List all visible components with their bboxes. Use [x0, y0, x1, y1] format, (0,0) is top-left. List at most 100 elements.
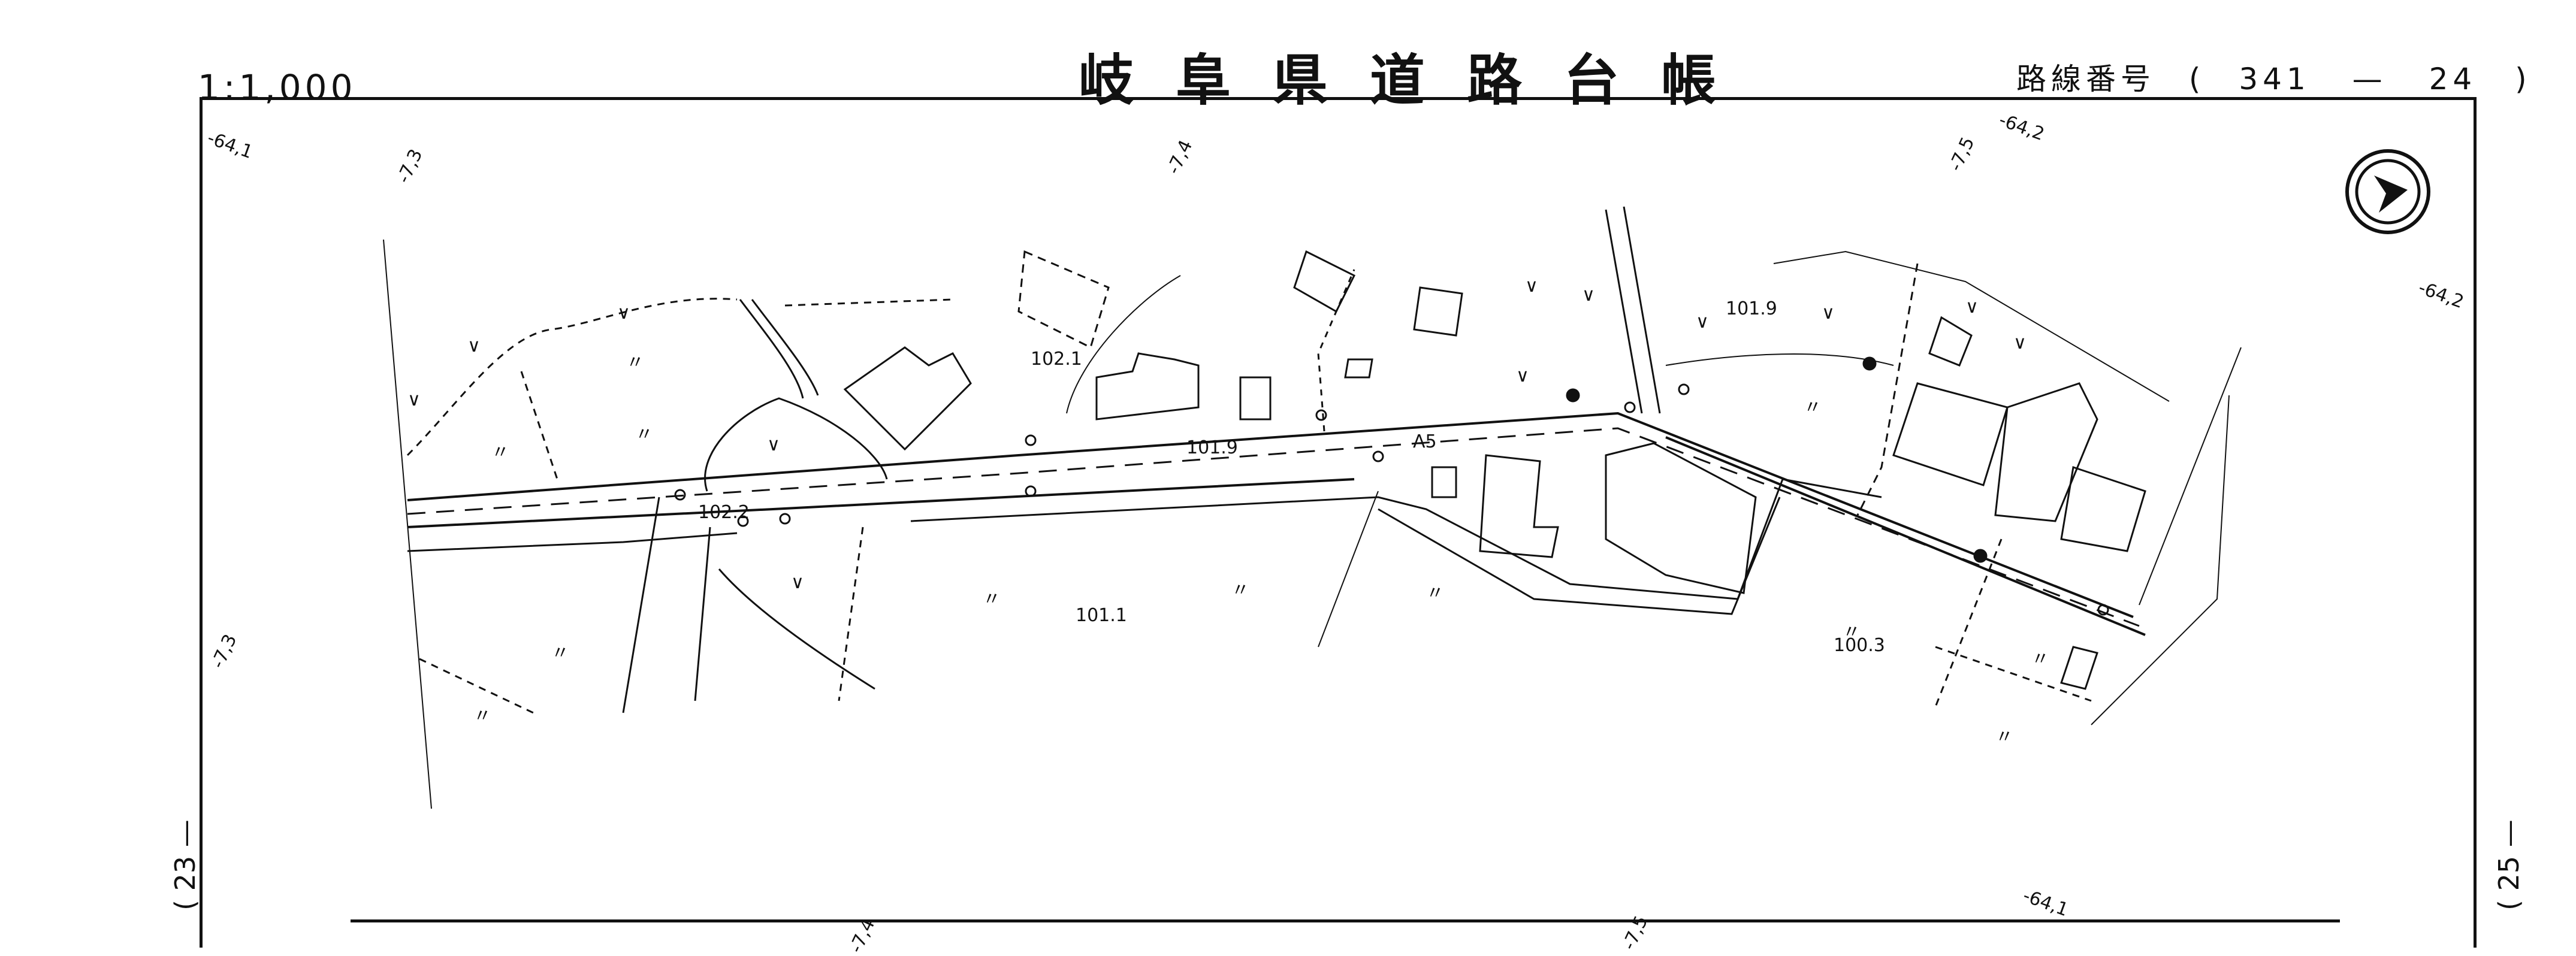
ditto-mark: 〃 [473, 706, 491, 727]
survey-point [1025, 485, 1037, 497]
parcel-line [2091, 395, 2230, 725]
building [2060, 466, 2146, 552]
parcel-line [1066, 275, 1181, 414]
route-open: ( [2188, 62, 2206, 96]
ditto-mark: 〃 [1995, 727, 2013, 748]
parcel-line [1665, 353, 1894, 366]
yield-mark: ∨ [2013, 332, 2027, 353]
road-code: A5 [1413, 431, 1437, 452]
route-segment: 24 [2429, 62, 2477, 96]
survey-point [737, 515, 749, 527]
ditto-mark: 〃 [2031, 649, 2049, 670]
yield-mark: ∨ [617, 302, 630, 323]
ditto-mark: 〃 [1804, 397, 1822, 418]
elevation-label: 102.2 [698, 502, 750, 523]
building [1892, 382, 2009, 486]
elevation-label: 101.1 [1076, 605, 1127, 626]
building [1095, 352, 1200, 420]
ditto-mark: 〃 [626, 352, 644, 373]
survey-point [1372, 450, 1384, 462]
ditto-mark: 〃 [1426, 583, 1444, 604]
survey-point [1025, 434, 1037, 446]
ditto-mark: 〃 [1231, 580, 1249, 601]
parcel-line [1934, 538, 2003, 707]
bottom-rule [351, 919, 2340, 922]
parcel-line [1318, 491, 1379, 648]
parcel-line [784, 298, 953, 307]
branch-road [704, 397, 888, 492]
building [1413, 286, 1463, 337]
yield-mark: ∨ [1822, 302, 1835, 323]
branch-road [739, 299, 804, 399]
route-number-value: 341 [2239, 62, 2311, 96]
map-title: 岐阜県道路台帳 [1079, 48, 1759, 113]
road-centerline [407, 427, 2140, 627]
branch-road [718, 568, 875, 690]
road-edge [407, 412, 2134, 618]
building [1239, 376, 1272, 420]
parcel-line [406, 298, 738, 456]
yield-mark: ∨ [1696, 311, 1709, 332]
yield-mark: ∨ [407, 389, 421, 410]
yield-mark: ∨ [1582, 285, 1595, 305]
scale-label: 1:1,000 [198, 67, 357, 108]
elevation-label: 101.9 [1726, 298, 1777, 319]
parcel-line [1317, 269, 1355, 432]
elevation-label: 100.3 [1834, 635, 1885, 656]
route-dash: — [2352, 62, 2387, 96]
route-close: ) [2515, 62, 2532, 96]
yield-mark: ∨ [1965, 297, 1979, 317]
road-edge [910, 478, 1882, 600]
route-number: 路線番号 ( 341 — 24 ) [2016, 55, 2532, 98]
building [1928, 316, 1973, 367]
survey-point [1315, 409, 1327, 421]
parcel-line [2139, 347, 2242, 606]
parcel-line [1935, 646, 2092, 702]
map-frame [200, 97, 2477, 948]
parcel-line [383, 239, 432, 809]
branch-road [622, 497, 660, 713]
yield-mark: ∨ [1516, 365, 1529, 386]
building [1017, 250, 1110, 349]
survey-point [2097, 604, 2109, 616]
survey-point [674, 489, 686, 501]
building [2060, 646, 2098, 690]
elevation-label: 101.9 [1186, 437, 1238, 458]
road-edge [407, 478, 1355, 528]
yield-mark: ∨ [791, 572, 804, 593]
survey-point [1624, 401, 1636, 413]
road-edge [1378, 497, 1781, 615]
road-edge [1665, 436, 2146, 636]
building [1605, 442, 1757, 594]
building [1344, 358, 1373, 379]
yield-mark: ∨ [467, 335, 481, 356]
elevation-label: 102.1 [1031, 349, 1082, 370]
building [843, 346, 972, 451]
building [1479, 454, 1559, 558]
survey-point [1566, 388, 1580, 403]
branch-road [1605, 209, 1643, 414]
survey-point [1862, 356, 1877, 371]
building [1431, 466, 1457, 498]
yield-mark: ∨ [1525, 276, 1538, 297]
survey-point [1678, 383, 1690, 395]
north-arrow-icon [2343, 147, 2433, 237]
route-label: 路線番号 [2016, 62, 2155, 96]
ditto-mark: 〃 [1843, 622, 1861, 643]
parcel-line [838, 527, 864, 701]
branch-road [694, 527, 711, 701]
road-edge [407, 532, 738, 552]
survey-point [779, 513, 791, 525]
parcel-line [1773, 250, 2170, 402]
survey-point [1973, 549, 1988, 563]
parcel-line [1856, 263, 1919, 516]
ditto-mark: 〃 [491, 442, 509, 463]
yield-mark: ∨ [767, 434, 780, 455]
ditto-mark: 〃 [635, 424, 653, 445]
parcel-line [520, 371, 558, 480]
building [1293, 250, 1356, 313]
building [1994, 382, 2098, 522]
ditto-mark: 〃 [551, 643, 569, 664]
branch-road [1623, 206, 1661, 414]
